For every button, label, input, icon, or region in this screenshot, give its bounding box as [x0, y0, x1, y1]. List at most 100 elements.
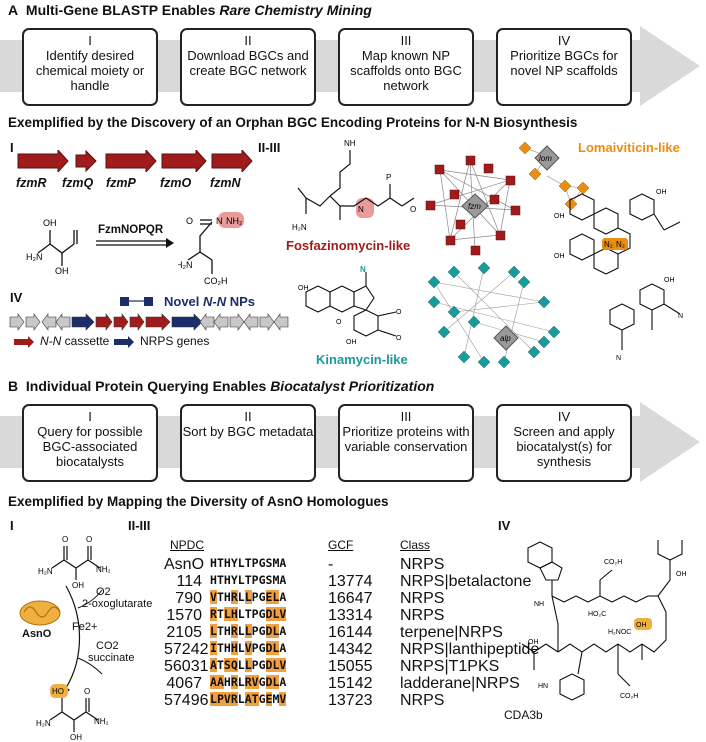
lomaiviticin-structure: N₂ N₂ OH OH OH OH N N	[554, 189, 683, 362]
gene-fzmN: fzmN	[210, 176, 241, 190]
asno-protein-icon	[19, 600, 61, 626]
svg-text:OH: OH	[55, 266, 69, 276]
svg-text:O: O	[86, 535, 92, 544]
table-header-class: Class	[400, 538, 431, 552]
reagent-co2: CO2	[96, 640, 119, 652]
cell-gcf: 15142	[328, 675, 373, 692]
svg-text:N₂: N₂	[604, 240, 613, 249]
cell-npdc: AsnO	[164, 556, 205, 573]
cell-class: ladderane|NRPS	[400, 675, 520, 692]
cda3b-structure: CO₂H OH HO₂C H₂NOC OH NH CO₂H HN OH	[521, 540, 687, 701]
svg-text:alp: alp	[500, 334, 511, 343]
legend-nn-italic: N-N	[40, 334, 62, 348]
step-b-1-text: Query for possible BGC-associated biocat…	[37, 424, 143, 469]
svg-text:OH: OH	[70, 733, 82, 742]
step-a-4: IV Prioritize BGCs for novel NP scaffold…	[496, 28, 632, 106]
kinamycin-structure: N OH O OH O O	[298, 265, 402, 346]
fosfazinomycin-label: Fosfazinomycin-like	[286, 238, 411, 253]
cell-npdc: 56031	[164, 658, 209, 675]
step-a-1: I Identify desired chemical moiety or ha…	[22, 28, 158, 106]
svg-text:HO₂C: HO₂C	[588, 611, 606, 618]
step-a-1-text: Identify desired chemical moiety or hand…	[35, 48, 145, 93]
cell-class: NRPS	[400, 590, 445, 607]
svg-text:O: O	[84, 687, 90, 696]
cda3b-label: CDA3b	[504, 708, 543, 722]
step-b-3-num: III	[400, 409, 412, 424]
svg-text:N: N	[360, 265, 366, 274]
svg-text:H₂N: H₂N	[292, 223, 307, 232]
step-b-2-num: II	[244, 409, 252, 424]
svg-text:OH: OH	[528, 639, 539, 646]
svg-text:HN: HN	[538, 683, 548, 690]
asno-label: AsnO	[22, 628, 52, 640]
svg-text:OH: OH	[664, 277, 675, 284]
step-a-2-text: Download BGCs and create BGC network	[187, 48, 309, 78]
svg-text:H₂NOC: H₂NOC	[608, 629, 631, 636]
svg-text:OH: OH	[72, 581, 84, 590]
panel-b-sub-i: I	[10, 518, 14, 533]
cell-sequence: LPVRLATGEMV	[210, 692, 287, 706]
cell-gcf: 16647	[328, 590, 373, 607]
svg-text:H₂N: H₂N	[38, 567, 53, 576]
reagent-o2: O2	[96, 586, 111, 598]
svg-text:NH₂: NH₂	[96, 565, 111, 574]
svg-text:N: N	[616, 355, 621, 362]
panel-a-example-title: Exemplified by the Discovery of an Orpha…	[8, 115, 578, 130]
legend-nn-cassette: N-N cassette	[40, 334, 109, 348]
novel-nn-label-italic: N-N	[203, 294, 227, 309]
svg-text:OH: OH	[298, 285, 309, 292]
cell-sequence: LTHRLLPGDLA	[210, 624, 287, 638]
legend-nn-post: cassette	[61, 334, 110, 348]
panel-a-title-italic: Rare Chemistry Mining	[219, 2, 372, 18]
panel-a-title-plain: Multi-Gene BLASTP Enables	[25, 2, 220, 18]
svg-text:O: O	[336, 319, 342, 326]
svg-text:lom: lom	[539, 154, 552, 163]
cell-class: NRPS	[400, 607, 445, 624]
cell-gcf: -	[328, 556, 334, 573]
svg-text:O: O	[62, 535, 68, 544]
table-header-gcf: GCF	[328, 538, 354, 552]
cell-sequence: RTLHLTPGDLV	[210, 607, 287, 621]
svg-text:CO₂H: CO₂H	[620, 693, 638, 700]
svg-text:OH: OH	[656, 189, 667, 196]
cell-gcf: 15055	[328, 658, 373, 675]
fzm-network: fzm	[425, 155, 521, 256]
novel-nn-label-post: NPs	[226, 294, 256, 309]
step-a-1-num: I	[88, 33, 92, 48]
novel-nn-nodes	[120, 297, 153, 306]
svg-text:OH: OH	[636, 622, 647, 629]
reagent-oxoglutarate: 2-oxoglutarate	[82, 598, 153, 610]
svg-text:N: N	[678, 313, 683, 320]
panel-b-example-title: Exemplified by Mapping the Diversity of …	[8, 494, 389, 509]
svg-text:H₂N: H₂N	[36, 719, 51, 728]
svg-text:OH: OH	[554, 213, 565, 220]
cell-class: NRPS	[400, 692, 445, 709]
step-b-1: I Query for possible BGC-associated bioc…	[22, 404, 158, 482]
gene-fzmO: fzmO	[160, 176, 192, 190]
cell-sequence: HTHYLTPGSMA	[210, 556, 287, 570]
svg-text:H₂N: H₂N	[26, 252, 43, 262]
svg-text:N: N	[358, 205, 364, 214]
cell-gcf: 13723	[328, 692, 373, 709]
step-a-3-text: Map known NP scaffolds onto BGC network	[350, 48, 462, 93]
reagent-fe: Fe2+	[72, 621, 98, 633]
cell-gcf: 14342	[328, 641, 373, 658]
step-b-3: III Prioritize proteins with variable co…	[338, 404, 474, 482]
step-a-3: III Map known NP scaffolds onto BGC netw…	[338, 28, 474, 106]
gene-fzmQ: fzmQ	[62, 176, 94, 190]
step-b-4: IV Screen and apply biocatalyst(s) for s…	[496, 404, 632, 482]
svg-text:O: O	[396, 335, 402, 342]
step-a-4-num: IV	[557, 33, 571, 48]
table-row: AsnO HTHYLTPGSMA - NRPS	[164, 556, 498, 573]
step-a-2: II Download BGCs and create BGC network	[180, 28, 316, 106]
asparagine-structure: O NH₂ H₂N OH O	[38, 535, 111, 590]
cell-gcf: 13314	[328, 607, 373, 624]
table-header-row: NPDC GCF Class	[168, 538, 498, 555]
novel-nn-label: Novel N-N NPs	[164, 294, 255, 309]
cell-class: NRPS	[400, 556, 445, 573]
